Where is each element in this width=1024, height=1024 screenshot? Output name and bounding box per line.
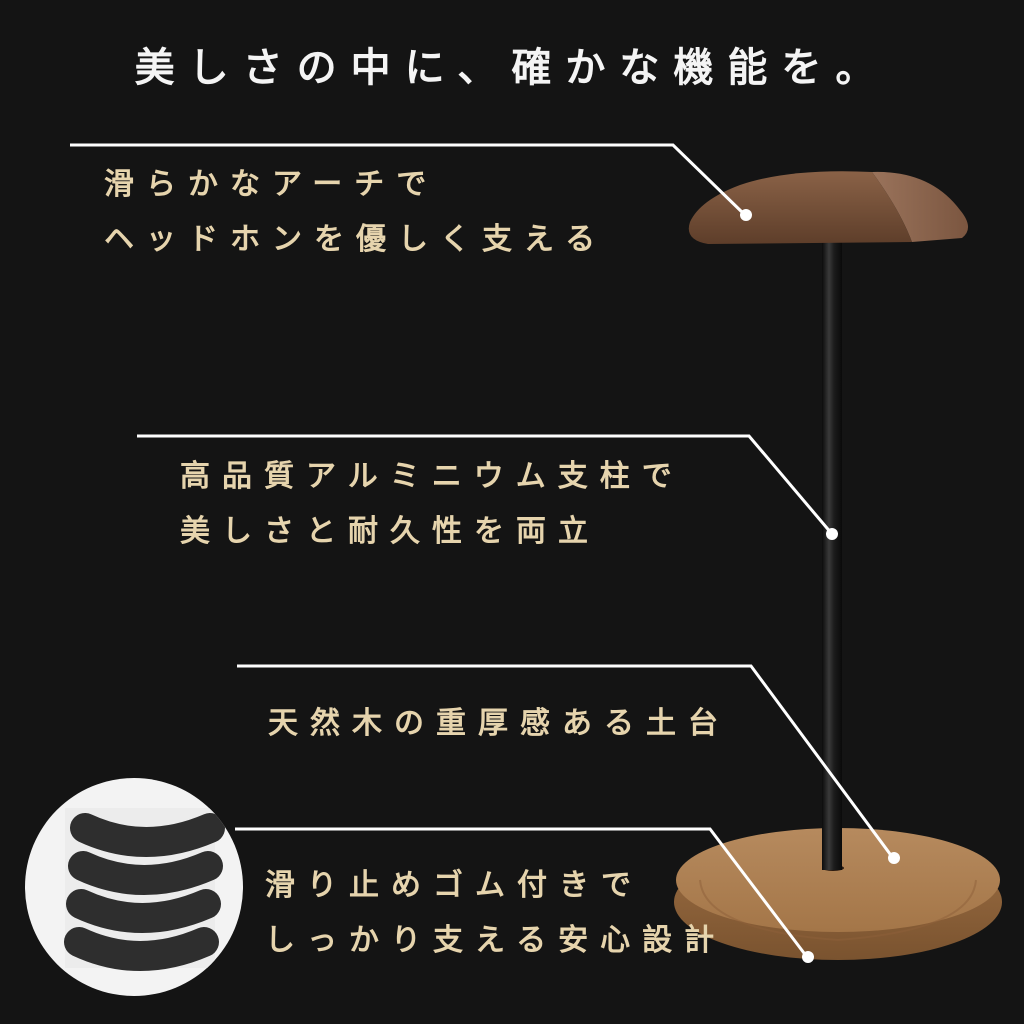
caption-rubber: 滑り止めゴム付きで しっかり支える安心設計 xyxy=(265,858,726,968)
rubber-pads-inset xyxy=(25,778,243,996)
caption-line: しっかり支える安心設計 xyxy=(265,923,727,958)
pointer-dot-arch xyxy=(740,209,752,221)
caption-pole: 高品質アルミニウム支柱で 美しさと耐久性を両立 xyxy=(180,449,684,559)
caption-line: 高品質アルミニウム支柱で xyxy=(180,459,684,494)
caption-line: 滑らかなアーチで xyxy=(104,167,439,202)
pointer-dot-pole xyxy=(826,528,838,540)
leader-line-rubber xyxy=(235,827,809,958)
leader-line-pole xyxy=(137,434,834,535)
page-title: 美しさの中に、確かな機能を。 xyxy=(134,44,890,91)
caption-line: ヘッドホンを優しく支える xyxy=(104,222,608,257)
caption-base: 天然木の重厚感ある土台 xyxy=(268,696,730,751)
caption-arch: 滑らかなアーチで ヘッドホンを優しく支える xyxy=(104,157,607,267)
wooden-arch xyxy=(688,171,969,244)
caption-line: 天然木の重厚感ある土台 xyxy=(268,706,730,741)
caption-line: 美しさと耐久性を両立 xyxy=(180,514,600,549)
leader-line-arch xyxy=(70,143,747,217)
caption-line: 滑り止めゴム付きで xyxy=(265,868,643,903)
pointer-dot-rubber xyxy=(802,951,814,963)
wooden-base xyxy=(674,828,1002,960)
aluminum-pole xyxy=(822,242,842,870)
rubber-pads-icon xyxy=(64,808,225,971)
leader-line-base xyxy=(237,664,895,859)
pointer-dot-base xyxy=(888,852,900,864)
leader-lines xyxy=(70,143,895,958)
